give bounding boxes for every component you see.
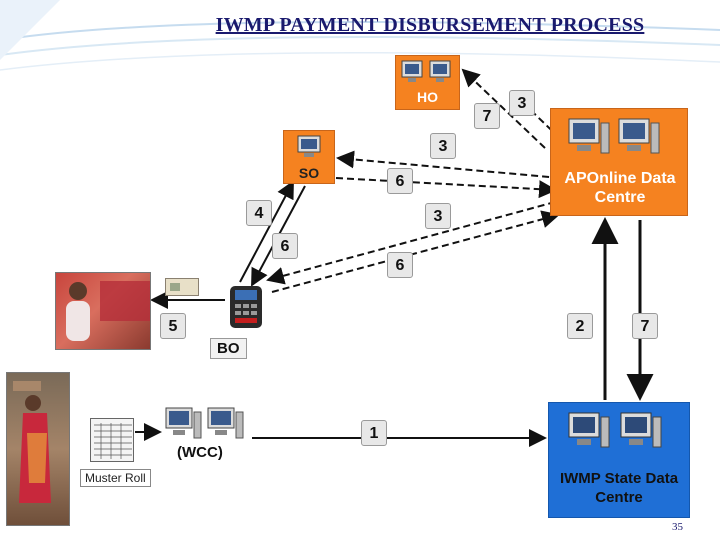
computer-icon [165, 407, 244, 439]
step-badge-4: 4 [246, 200, 272, 226]
payee-photo [55, 272, 151, 350]
step-badge-1: 1 [361, 420, 387, 446]
bo-label: BO [210, 338, 247, 359]
arrow-ho-aponline-7 [461, 68, 546, 149]
arrow-bo-so-4 [239, 180, 294, 283]
step-badge-6-upper: 6 [387, 168, 413, 194]
wcc-computers [160, 404, 250, 446]
iwmp-state-data-centre-node: IWMP State Data Centre [548, 402, 690, 518]
ho-label: HO [417, 89, 438, 105]
so-node: SO [283, 130, 335, 184]
worker-photo [6, 372, 70, 526]
currency-note-image [165, 278, 199, 296]
muster-roll-label: Muster Roll [80, 469, 151, 487]
step-badge-7-right: 7 [632, 313, 658, 339]
page-number: 35 [672, 521, 683, 533]
pos-terminal-icon [230, 286, 262, 328]
person-icon [66, 281, 150, 341]
page-title: IWMP PAYMENT DISBURSEMENT PROCESS [215, 14, 645, 36]
pos-device [228, 284, 264, 330]
muster-roll-document [90, 418, 134, 462]
state-data-centre-label: IWMP State Data Centre [559, 470, 679, 506]
arrow-aponline-bo-3 [266, 201, 556, 285]
step-badge-6-lower: 6 [387, 252, 413, 278]
wcc-label: (WCC) [177, 444, 223, 461]
computer-icon [568, 118, 660, 154]
arrow-so-aponline-6 [335, 177, 557, 199]
aponline-label: APOnline Data Centre [564, 170, 676, 206]
step-badge-2: 2 [567, 313, 593, 339]
ho-node: HO [395, 55, 460, 110]
table-document-icon [94, 423, 132, 459]
step-badge-7-top: 7 [474, 103, 500, 129]
so-label: SO [298, 165, 320, 181]
step-badge-3-mid: 3 [430, 133, 456, 159]
computer-icon [568, 412, 662, 448]
aponline-data-centre-node: APOnline Data Centre [550, 108, 688, 216]
step-badge-3-top: 3 [509, 90, 535, 116]
step-badge-5: 5 [160, 313, 186, 339]
computer-icon [401, 60, 451, 82]
worker-icon [13, 381, 51, 503]
step-badge-6-left: 6 [272, 233, 298, 259]
arrow-bo-aponline-6 [271, 210, 560, 293]
step-badge-3-lower: 3 [425, 203, 451, 229]
computer-icon [297, 135, 321, 157]
arrow-aponline-so-3 [336, 150, 561, 179]
